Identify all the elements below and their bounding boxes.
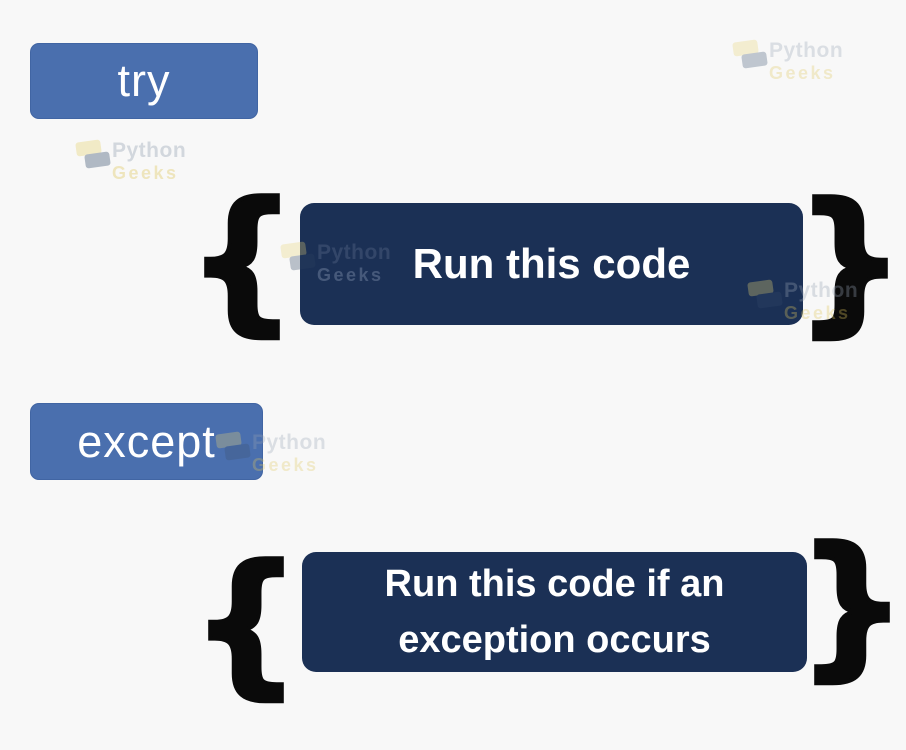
pythongeeks-logo-icon	[75, 136, 112, 174]
book-icon	[84, 151, 111, 169]
watermark-brand-top: Python	[112, 139, 187, 162]
try-close-brace: }	[793, 169, 906, 351]
except-code-box: Run this code if an exception occurs	[302, 552, 807, 672]
pythongeeks-logo-icon	[732, 36, 769, 74]
watermark-brand-bottom: Geeks	[252, 455, 319, 475]
except-code-line2: exception occurs	[398, 619, 711, 661]
try-open-brace: {	[185, 168, 299, 350]
pythongeeks-watermark: Python Geeks	[732, 36, 844, 84]
try-code-box: Run this code	[300, 203, 803, 325]
except-keyword-label: except	[77, 415, 216, 467]
except-keyword-box: except	[30, 403, 263, 480]
try-code-label: Run this code	[412, 240, 691, 287]
except-code-line1: Run this code if an	[384, 563, 725, 605]
watermark-brand-bottom: Geeks	[112, 163, 179, 183]
watermark-brand-top: Python	[769, 39, 844, 62]
try-keyword-label: try	[117, 55, 171, 106]
watermark-brand-top: Python	[252, 431, 327, 454]
except-open-brace: {	[189, 531, 303, 713]
except-close-brace: }	[795, 513, 906, 695]
try-keyword-box: try	[30, 43, 258, 119]
pythongeeks-watermark: Python Geeks	[75, 136, 187, 184]
book-icon	[741, 51, 768, 69]
book-icon	[732, 39, 759, 57]
watermark-brand-bottom: Geeks	[769, 63, 836, 83]
book-icon	[75, 139, 102, 157]
